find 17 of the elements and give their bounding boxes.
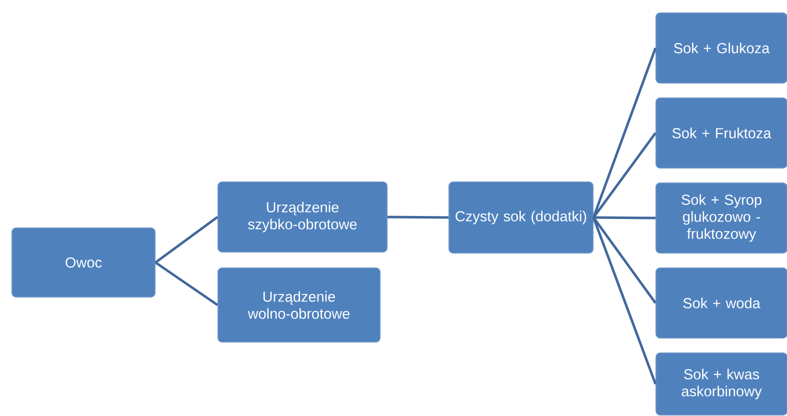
connector-line [592, 132, 657, 218]
process-box: Sok + Syrop glukozowo - fruktozowy [656, 182, 787, 254]
process-box: Urządzenie szybko-obrotowe [218, 182, 388, 252]
process-box: Czysty sok (dodatki) [448, 182, 594, 254]
process-box: Sok + kwas askorbinowy [656, 352, 787, 416]
connector-line [388, 216, 449, 219]
process-box: Owoc [12, 228, 156, 298]
process-box: Sok + Fruktoza [656, 98, 787, 168]
connector-line [154, 216, 218, 264]
connector-line [592, 216, 657, 304]
connector-line [154, 261, 218, 306]
process-box: Urządzenie wolno-obrotowe [218, 268, 380, 342]
process-box: Sok + Glukoza [656, 12, 787, 84]
connector-line [594, 216, 656, 220]
connector-line [592, 48, 657, 218]
process-box: Sok + woda [656, 268, 787, 338]
connector-line [592, 217, 657, 384]
